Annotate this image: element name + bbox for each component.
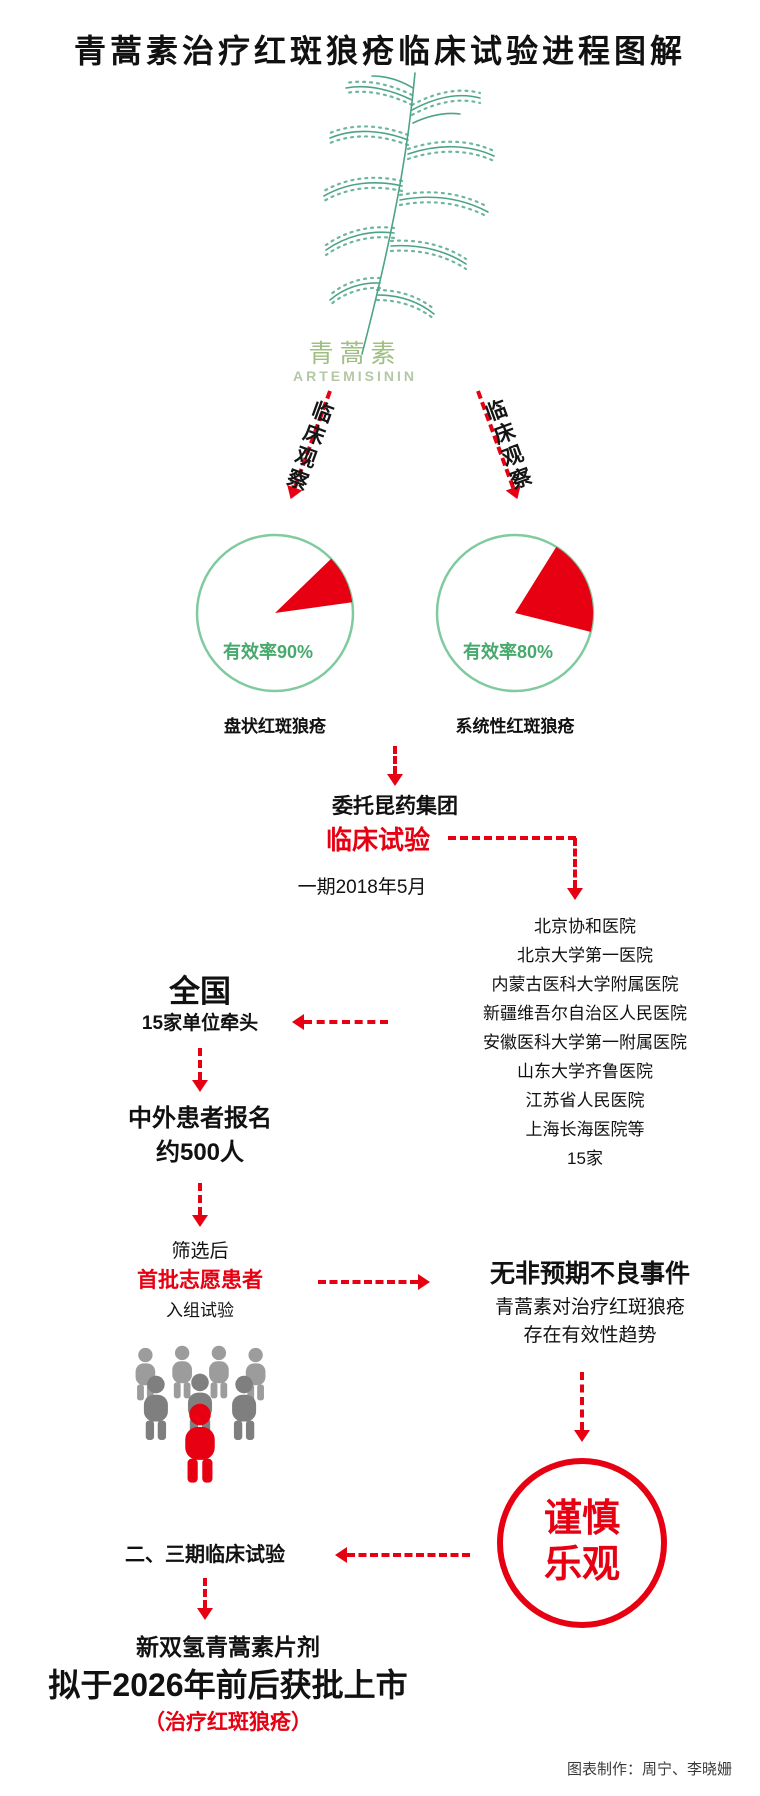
dashed-arrow-down-to-hospitals <box>567 838 583 900</box>
commission-org-text: 委托昆药集团 <box>332 795 458 818</box>
efficacy-rate-label: 有效率80% <box>462 642 554 662</box>
dashed-arrow-phase23-to-launch <box>197 1578 213 1620</box>
arrowhead-icon <box>567 888 583 900</box>
hospital-list-item: 山东大学齐鲁医院 <box>517 1062 653 1081</box>
arrowhead-icon <box>292 1014 304 1030</box>
phase-one-date-text: 一期2018年5月 <box>297 877 427 898</box>
screening-line1: 筛选后 <box>171 1241 229 1262</box>
arrowhead-icon <box>192 1215 208 1227</box>
pie-chart-systemic-lupus: 有效率80% <box>430 528 600 698</box>
pie-wedge-20pct <box>515 546 594 632</box>
dashed-arrow-outlook-to-phase23 <box>335 1547 470 1563</box>
dashed-arrow-national-to-enrollment <box>192 1048 208 1092</box>
disease-label-discoid: 盘状红斑狼疮 <box>224 717 326 736</box>
pie-wedge-10pct <box>275 558 353 613</box>
national-title: 全国 <box>169 974 231 1009</box>
clinical-observation-label-left: 临床观察 <box>281 397 336 496</box>
hospital-list: 北京协和医院 北京大学第一医院 内蒙古医科大学附属医院 新疆维吾尔自治区人民医院… <box>483 912 687 1173</box>
screening-line3: 入组试验 <box>166 1301 234 1320</box>
hospital-list-item: 北京大学第一医院 <box>517 946 653 965</box>
credit-text: 图表制作：周宁、李晓姗 <box>566 1761 732 1778</box>
dashed-arrow-pies-to-commission <box>387 746 403 786</box>
arrowhead-icon <box>387 774 403 786</box>
efficacy-rate-label: 有效率90% <box>222 642 314 662</box>
phase23-text: 二、三期临床试验 <box>125 1544 285 1566</box>
outlook-line1: 谨慎 <box>543 1498 620 1541</box>
disease-label-systemic: 系统性红斑狼疮 <box>455 717 575 736</box>
patient-group-icon <box>135 1345 266 1483</box>
pie-chart-discoid-lupus: 有效率90% <box>190 528 360 698</box>
dashed-arrow-findings-to-outlook <box>574 1372 590 1442</box>
pie-discoid-svg <box>195 533 355 693</box>
artemisia-plant-illustration <box>322 72 496 355</box>
plant-latin-label: ARTEMISININ <box>293 368 417 384</box>
screening-line2: 首批志愿患者 <box>137 1269 263 1292</box>
hospital-list-item: 江苏省人民医院 <box>525 1091 645 1110</box>
findings-line2: 青蒿素对治疗红斑狼疮 <box>494 1297 686 1318</box>
findings-line3: 存在有效性趋势 <box>523 1325 657 1346</box>
arrowhead-icon <box>192 1080 208 1092</box>
clinical-observation-label-right: 临床观察 <box>480 396 535 495</box>
outlook-line2: 乐观 <box>543 1544 620 1586</box>
hospital-list-item: 北京协和医院 <box>534 917 636 936</box>
dashed-arrow-hospitals-to-national <box>292 1014 388 1030</box>
hospital-count-label: 15家 <box>567 1149 603 1168</box>
dashed-line-trial-to-hospitals <box>448 830 576 846</box>
outlook-circle-badge: 谨慎 乐观 <box>497 1458 667 1628</box>
pie-systemic-svg <box>435 533 595 693</box>
page-title: 青蒿素治疗红斑狼疮临床试验进程图解 <box>73 33 687 69</box>
dashed-arrow-screening-to-findings <box>318 1274 430 1290</box>
arrowhead-icon <box>574 1430 590 1442</box>
enrollment-line2: 约500人 <box>155 1139 245 1166</box>
national-subtitle: 15家单位牵头 <box>141 1013 259 1034</box>
arrowhead-icon <box>335 1547 347 1563</box>
dashed-arrow-enrollment-to-screening <box>192 1183 208 1227</box>
launch-line2: 拟于2026年前后获批上市 <box>48 1667 408 1703</box>
launch-line3: （治疗红斑狼疮） <box>144 1711 312 1734</box>
arrowhead-icon <box>197 1608 213 1620</box>
enrollment-line1: 中外患者报名 <box>128 1105 272 1132</box>
launch-line1: 新双氢青蒿素片剂 <box>136 1634 320 1660</box>
clinical-trial-text: 临床试验 <box>325 825 431 855</box>
plant-name-label: 青蒿素 <box>308 340 402 368</box>
hospital-list-item: 安徽医科大学第一附属医院 <box>483 1033 687 1052</box>
hospital-list-item: 内蒙古医科大学附属医院 <box>491 975 679 994</box>
findings-line1: 无非预期不良事件 <box>489 1260 691 1288</box>
hospital-list-item: 新疆维吾尔自治区人民医院 <box>483 1004 687 1023</box>
hospital-list-item: 上海长海医院等 <box>525 1120 645 1139</box>
arrowhead-icon <box>418 1274 430 1290</box>
